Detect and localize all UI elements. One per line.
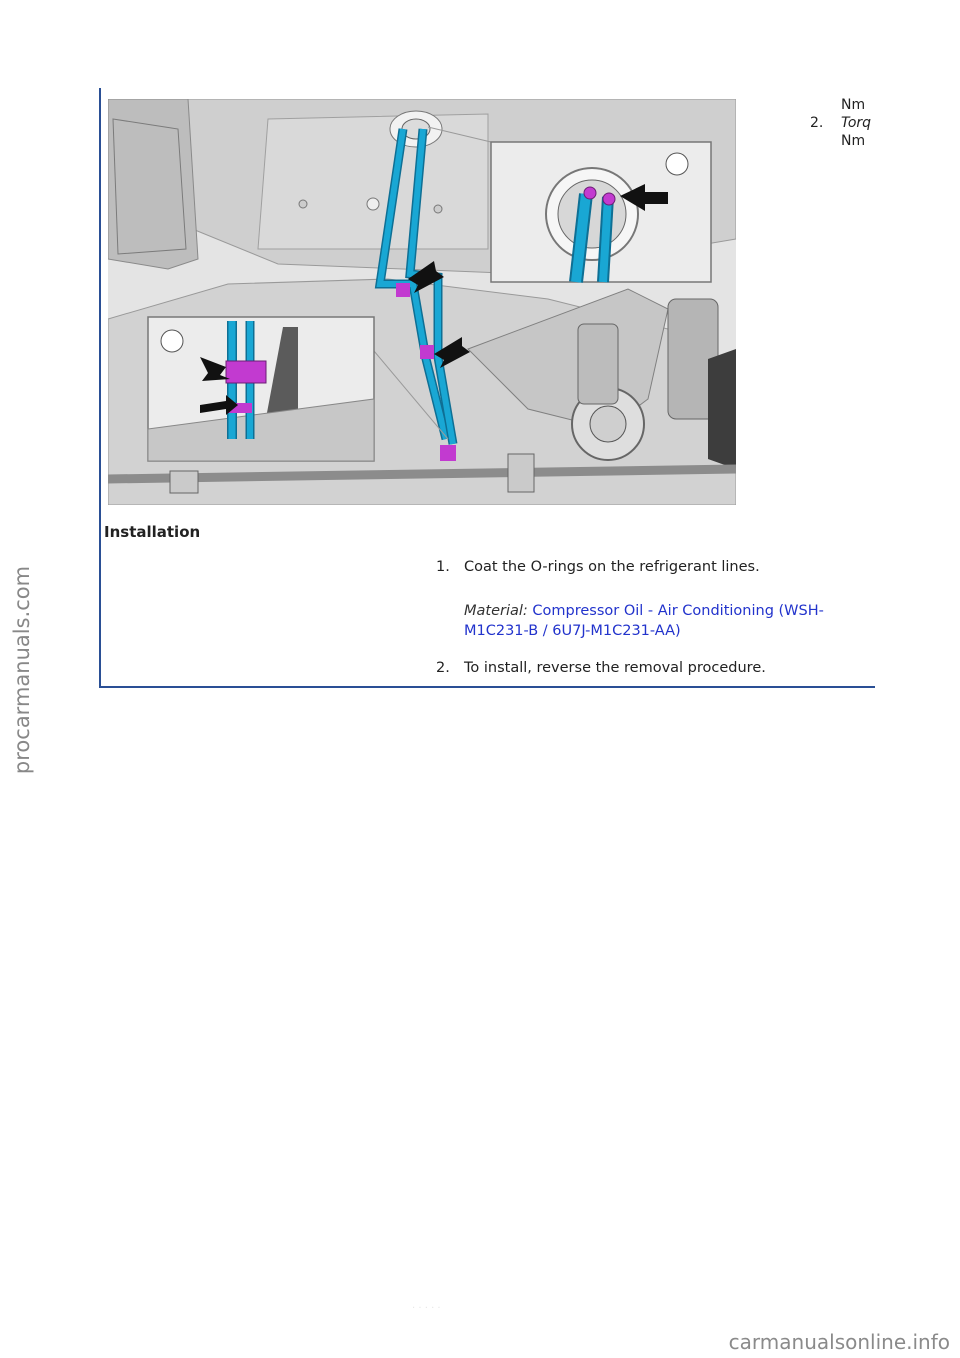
torque-unit-2: Nm: [841, 133, 866, 149]
torque-label: Torq: [841, 115, 872, 131]
content-frame: [99, 88, 875, 688]
torque-column: Nm 2. Torq Nm: [810, 96, 874, 154]
material-label: Material:: [464, 603, 528, 619]
bottom-watermark: carmanualsonline.info: [728, 1330, 950, 1354]
step-number: 2.: [436, 660, 450, 676]
material-link[interactable]: Compressor Oil - Air Conditioning (WSH-M…: [464, 603, 824, 639]
side-watermark: procarmanuals.com: [10, 565, 34, 775]
torque-step-number: 2.: [810, 115, 824, 131]
page-footer-faint: · · · · ·: [412, 1303, 441, 1314]
step-text: To install, reverse the removal procedur…: [464, 660, 766, 676]
material-note: Material: Compressor Oil - Air Condition…: [464, 601, 864, 641]
refrigerant-lines-illustration: [108, 99, 736, 505]
step-text: Coat the O-rings on the refrigerant line…: [464, 559, 760, 575]
torque-unit-1: Nm: [841, 97, 866, 113]
step-number: 1.: [436, 559, 450, 575]
installation-heading: Installation: [104, 523, 201, 541]
